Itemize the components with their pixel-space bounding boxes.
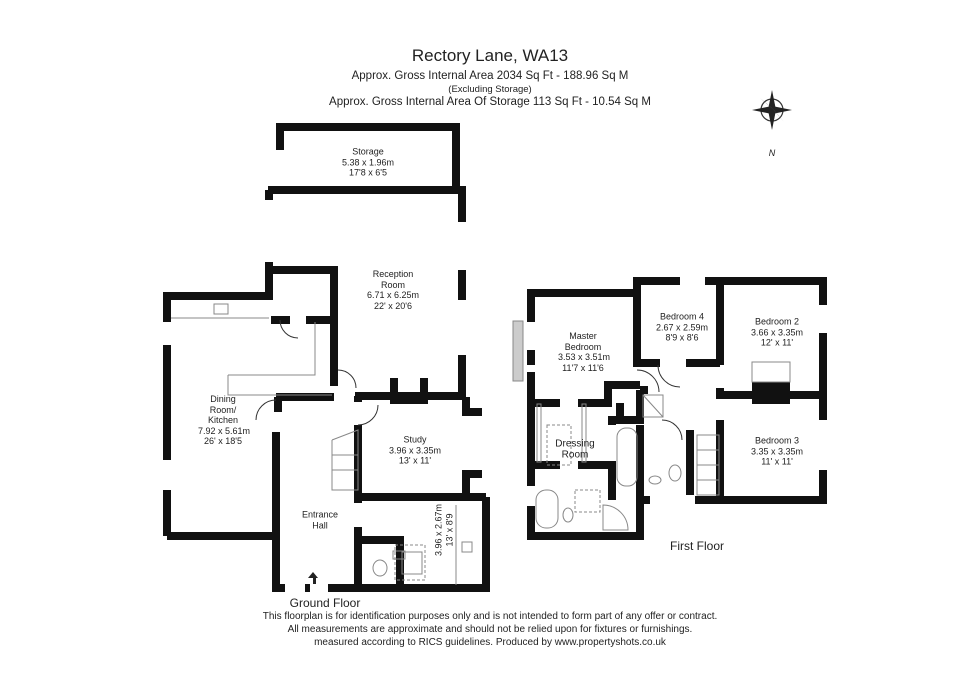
room-name: Reception Room bbox=[372, 269, 414, 290]
room-imperial: 13' x 8'9 bbox=[444, 513, 454, 547]
first-floor-fixtures bbox=[512, 320, 791, 531]
room-name: Entrance Hall bbox=[301, 509, 339, 531]
room-name: Bedroom 4 bbox=[659, 311, 705, 322]
room-metric: 3.35 x 3.35m bbox=[750, 445, 804, 456]
room-metric: 7.92 x 5.61m bbox=[198, 425, 251, 436]
excluding-storage-note: (Excluding Storage) bbox=[448, 84, 532, 95]
room-study: Study 3.96 x 3.35m 13' x 11' bbox=[389, 434, 441, 466]
room-dining-kitchen: Dining Room/ Kitchen 7.92 x 5.61m 26' x … bbox=[198, 393, 251, 447]
room-bedroom-3: Bedroom 3 3.35 x 3.35m 11' x 11' bbox=[751, 435, 803, 467]
room-shower-room: 3.96 x 2.67m 13' x 8'9 bbox=[434, 504, 455, 556]
room-name: Storage bbox=[352, 146, 384, 157]
room-imperial: 12' x 11' bbox=[760, 337, 794, 348]
room-metric: 3.96 x 2.67m bbox=[433, 503, 444, 557]
room-name: Study bbox=[403, 434, 427, 445]
room-imperial: 11'7 x 11'6 bbox=[562, 362, 604, 373]
room-imperial: 17'8 x 6'5 bbox=[349, 167, 387, 178]
disclaimer-line-1: This floorplan is for identification pur… bbox=[262, 611, 718, 622]
room-name: Bedroom 3 bbox=[754, 435, 800, 446]
room-storage: Storage 5.38 x 1.96m 17'8 x 6'5 bbox=[342, 146, 394, 178]
chimney-breast bbox=[390, 378, 428, 404]
room-bedroom-2: Bedroom 2 3.66 x 3.35m 12' x 11' bbox=[751, 316, 803, 348]
room-name: Master Bedroom bbox=[564, 331, 602, 352]
ground-floor-fixtures bbox=[171, 303, 473, 585]
room-metric: 3.66 x 3.35m bbox=[750, 326, 804, 337]
room-metric: 3.53 x 3.51m bbox=[558, 352, 611, 362]
room-dressing-room: Dressing Room bbox=[555, 438, 595, 461]
room-imperial: 8'9 x 8'6 bbox=[665, 332, 699, 343]
room-metric: 2.67 x 2.59m bbox=[655, 321, 709, 332]
room-metric: 5.38 x 1.96m bbox=[341, 156, 395, 167]
wardrobe-block bbox=[752, 382, 790, 404]
disclaimer-line-3: measured according to RICS guidelines. P… bbox=[314, 637, 666, 648]
room-master-bedroom: Master Bedroom 3.53 x 3.51m 11'7 x 11'6 bbox=[558, 331, 611, 373]
first-floor-label: First Floor bbox=[670, 539, 724, 553]
room-metric: 3.96 x 3.35m bbox=[388, 444, 442, 455]
room-imperial: 13' x 11' bbox=[398, 455, 432, 466]
room-name: Dressing Room bbox=[555, 438, 595, 460]
room-entrance-hall: Entrance Hall bbox=[300, 510, 340, 531]
room-bedroom-4: Bedroom 4 2.67 x 2.59m 8'9 x 8'6 bbox=[656, 311, 708, 343]
gross-area: Approx. Gross Internal Area 2034 Sq Ft -… bbox=[351, 70, 629, 82]
room-name: Dining Room/ Kitchen bbox=[207, 393, 239, 425]
room-imperial: 22' x 20'6 bbox=[374, 300, 412, 311]
room-imperial: 26' x 18'5 bbox=[204, 435, 242, 446]
room-imperial: 11' x 11' bbox=[761, 456, 793, 467]
disclaimer-line-2: All measurements are approximate and sho… bbox=[287, 624, 693, 635]
room-name: Bedroom 2 bbox=[754, 316, 800, 327]
first-floor-walls bbox=[527, 277, 827, 540]
room-reception: Reception Room 6.71 x 6.25m 22' x 20'6 bbox=[363, 269, 423, 311]
storage-area: Approx. Gross Internal Area Of Storage 1… bbox=[329, 96, 651, 108]
room-metric: 6.71 x 6.25m bbox=[366, 290, 420, 300]
plan-title: Rectory Lane, WA13 bbox=[411, 46, 569, 65]
compass-label: N bbox=[768, 148, 776, 158]
compass-icon bbox=[752, 90, 792, 130]
ground-floor-label: Ground Floor bbox=[289, 596, 361, 610]
